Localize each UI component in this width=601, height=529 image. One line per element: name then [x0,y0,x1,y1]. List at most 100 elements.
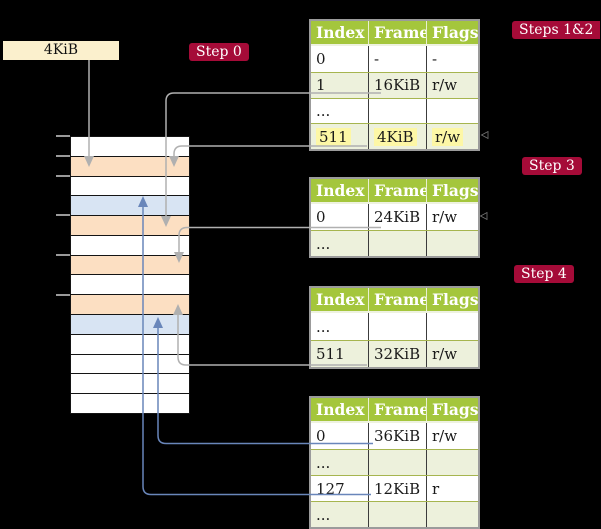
page-table-3-cell-0-0: ... [311,313,369,340]
page-table-1-cell-2-1 [369,98,427,124]
memory-row-14 [71,394,189,413]
page-table-3-cell-0-1 [369,313,427,340]
page-table-4-cell-3-2 [427,502,478,527]
memory-row-2 [71,156,189,177]
physical-memory-column [70,136,190,414]
memory-tick [56,214,70,216]
page-table-1-cell-0-1: - [369,46,427,72]
page-table-1-cell-2-0: ... [311,98,369,124]
row-marker-icon [479,211,488,221]
page-table-3-row-0: ... [311,313,478,340]
page-table-4-cell-1-0: ... [311,450,369,475]
column-header-frame: Frame [369,398,427,421]
page-table-1-cell-0-2: - [432,49,438,68]
column-header-flags: Flags [432,23,478,42]
page-table-4-cell-1-2 [427,450,478,475]
page-table-4-cell-2-0: 127 [311,476,369,501]
highlighted-value: 4KiB [374,127,417,146]
page-table-4-cell-2-1: 12KiB [369,476,427,501]
column-header-index: Index [311,179,369,202]
column-header-index: Index [311,21,369,44]
step-3-label: Step 3 [522,157,582,175]
page-table-3-cell-0-2 [427,313,478,340]
step-0-label: Step 0 [189,43,249,61]
page-table-3-cell-1-0: 511 [311,341,369,367]
page-table-3-cell-1-1: 32KiB [369,341,427,367]
column-header-index: Index [311,288,369,311]
memory-row-3 [71,176,189,197]
page-table-4-cell-0-1: 36KiB [369,423,427,449]
column-header-flags: Flags [432,181,478,200]
page-table-2-row-1: ... [311,230,478,256]
page-table-1-cell-3-0: 511 [311,124,369,150]
page-table-2-cell-0-2: r/w [432,208,458,226]
memory-tick [56,174,70,177]
memory-row-7 [71,255,189,276]
memory-tick [56,254,70,256]
memory-row-12 [71,354,189,375]
memory-row-10 [71,315,189,335]
column-header-frame: Frame [369,288,427,311]
page-table-2-cell-1-0: ... [311,231,369,256]
memory-tick [56,154,70,157]
highlighted-value: r/w [432,127,464,146]
memory-row-9 [71,295,189,316]
row-marker-icon [480,130,489,140]
memory-row-1 [71,137,189,157]
page-table-1-cell-3-2: r/w [427,124,478,149]
page-table-1-row-0: 0-- [311,46,478,72]
column-header-index: Index [311,398,369,421]
page-table-4-cell-3-0: ... [311,502,369,527]
page-table-1-cell-2-2 [427,99,478,124]
page-table-2-cell-1-1 [369,231,427,256]
memory-row-8 [71,275,189,296]
highlighted-value: 511 [316,127,351,146]
page-table-1-row-3: 511 4KiB r/w [311,123,478,150]
page-table-2-cell-1-2 [427,231,478,256]
memory-row-11 [71,334,189,355]
page-table-4-cell-1-1 [369,450,427,475]
page-table-3-cell-1-2: r/w [432,345,458,363]
page-table-1-cell-1-0: 1 [311,72,369,98]
memory-row-5 [71,216,189,236]
page-table-1-row-2: ... [311,97,478,124]
page-table-4-row-3: ... [311,501,478,527]
page-table-4-cell-0-0: 0 [311,423,369,449]
steps-1-2-label: Steps 1&2 [512,21,601,39]
page-table-2-cell-0-0: 0 [311,204,369,230]
column-header-flags: Flags [432,400,478,419]
step-4-label: Step 4 [514,265,574,283]
page-table-1-cell-1-1: 16KiB [369,72,427,98]
column-header-flags: Flags [432,290,478,309]
page-table-1-cell-1-2: r/w [432,76,458,95]
page-table-4-row-1: ... [311,449,478,475]
page-table-4-cell-2-2: r [432,479,440,498]
page-table-2-cell-0-1: 24KiB [369,204,427,230]
row-markers [479,130,489,221]
page-table-1-cell-0-0: 0 [311,46,369,72]
page-table-4-cell-0-2: r/w [432,427,458,445]
page-size-box: 4KiB [3,41,119,60]
page-table-4-cell-3-1 [369,502,427,527]
memory-tick [56,293,70,296]
column-header-frame: Frame [369,21,427,44]
column-header-frame: Frame [369,179,427,202]
memory-row-4 [71,196,189,217]
memory-row-13 [71,374,189,395]
memory-tick [56,134,70,137]
page-table-1-cell-3-1: 4KiB [369,124,427,150]
memory-row-6 [71,235,189,256]
